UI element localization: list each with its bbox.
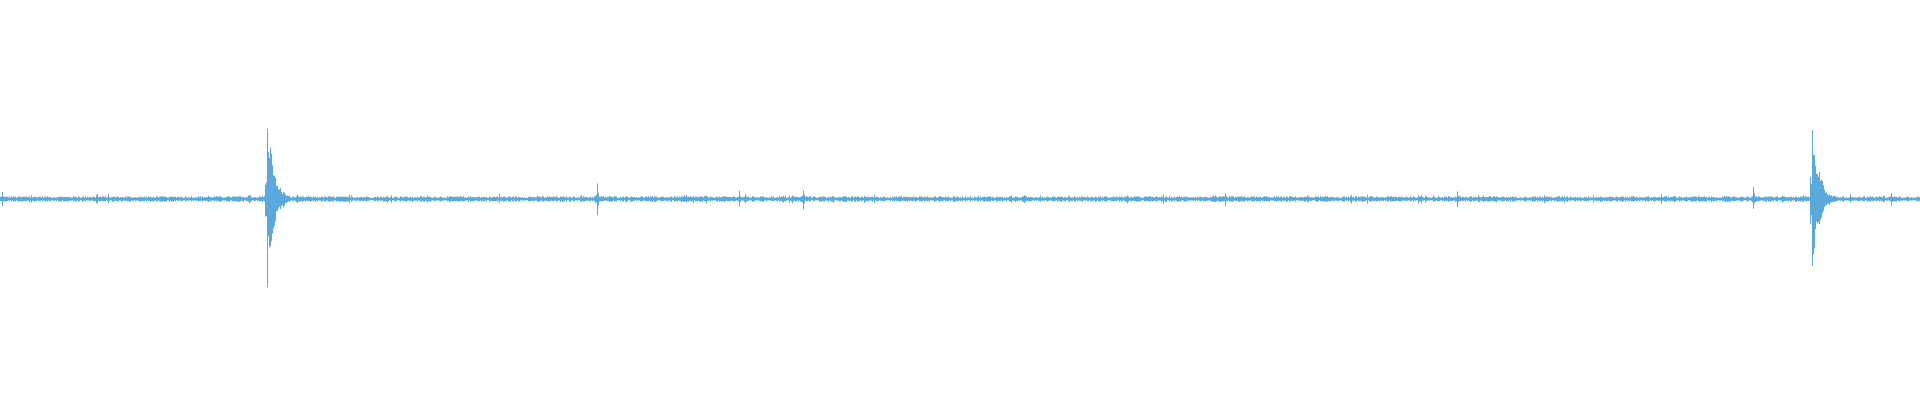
waveform-bars [0,129,1920,287]
